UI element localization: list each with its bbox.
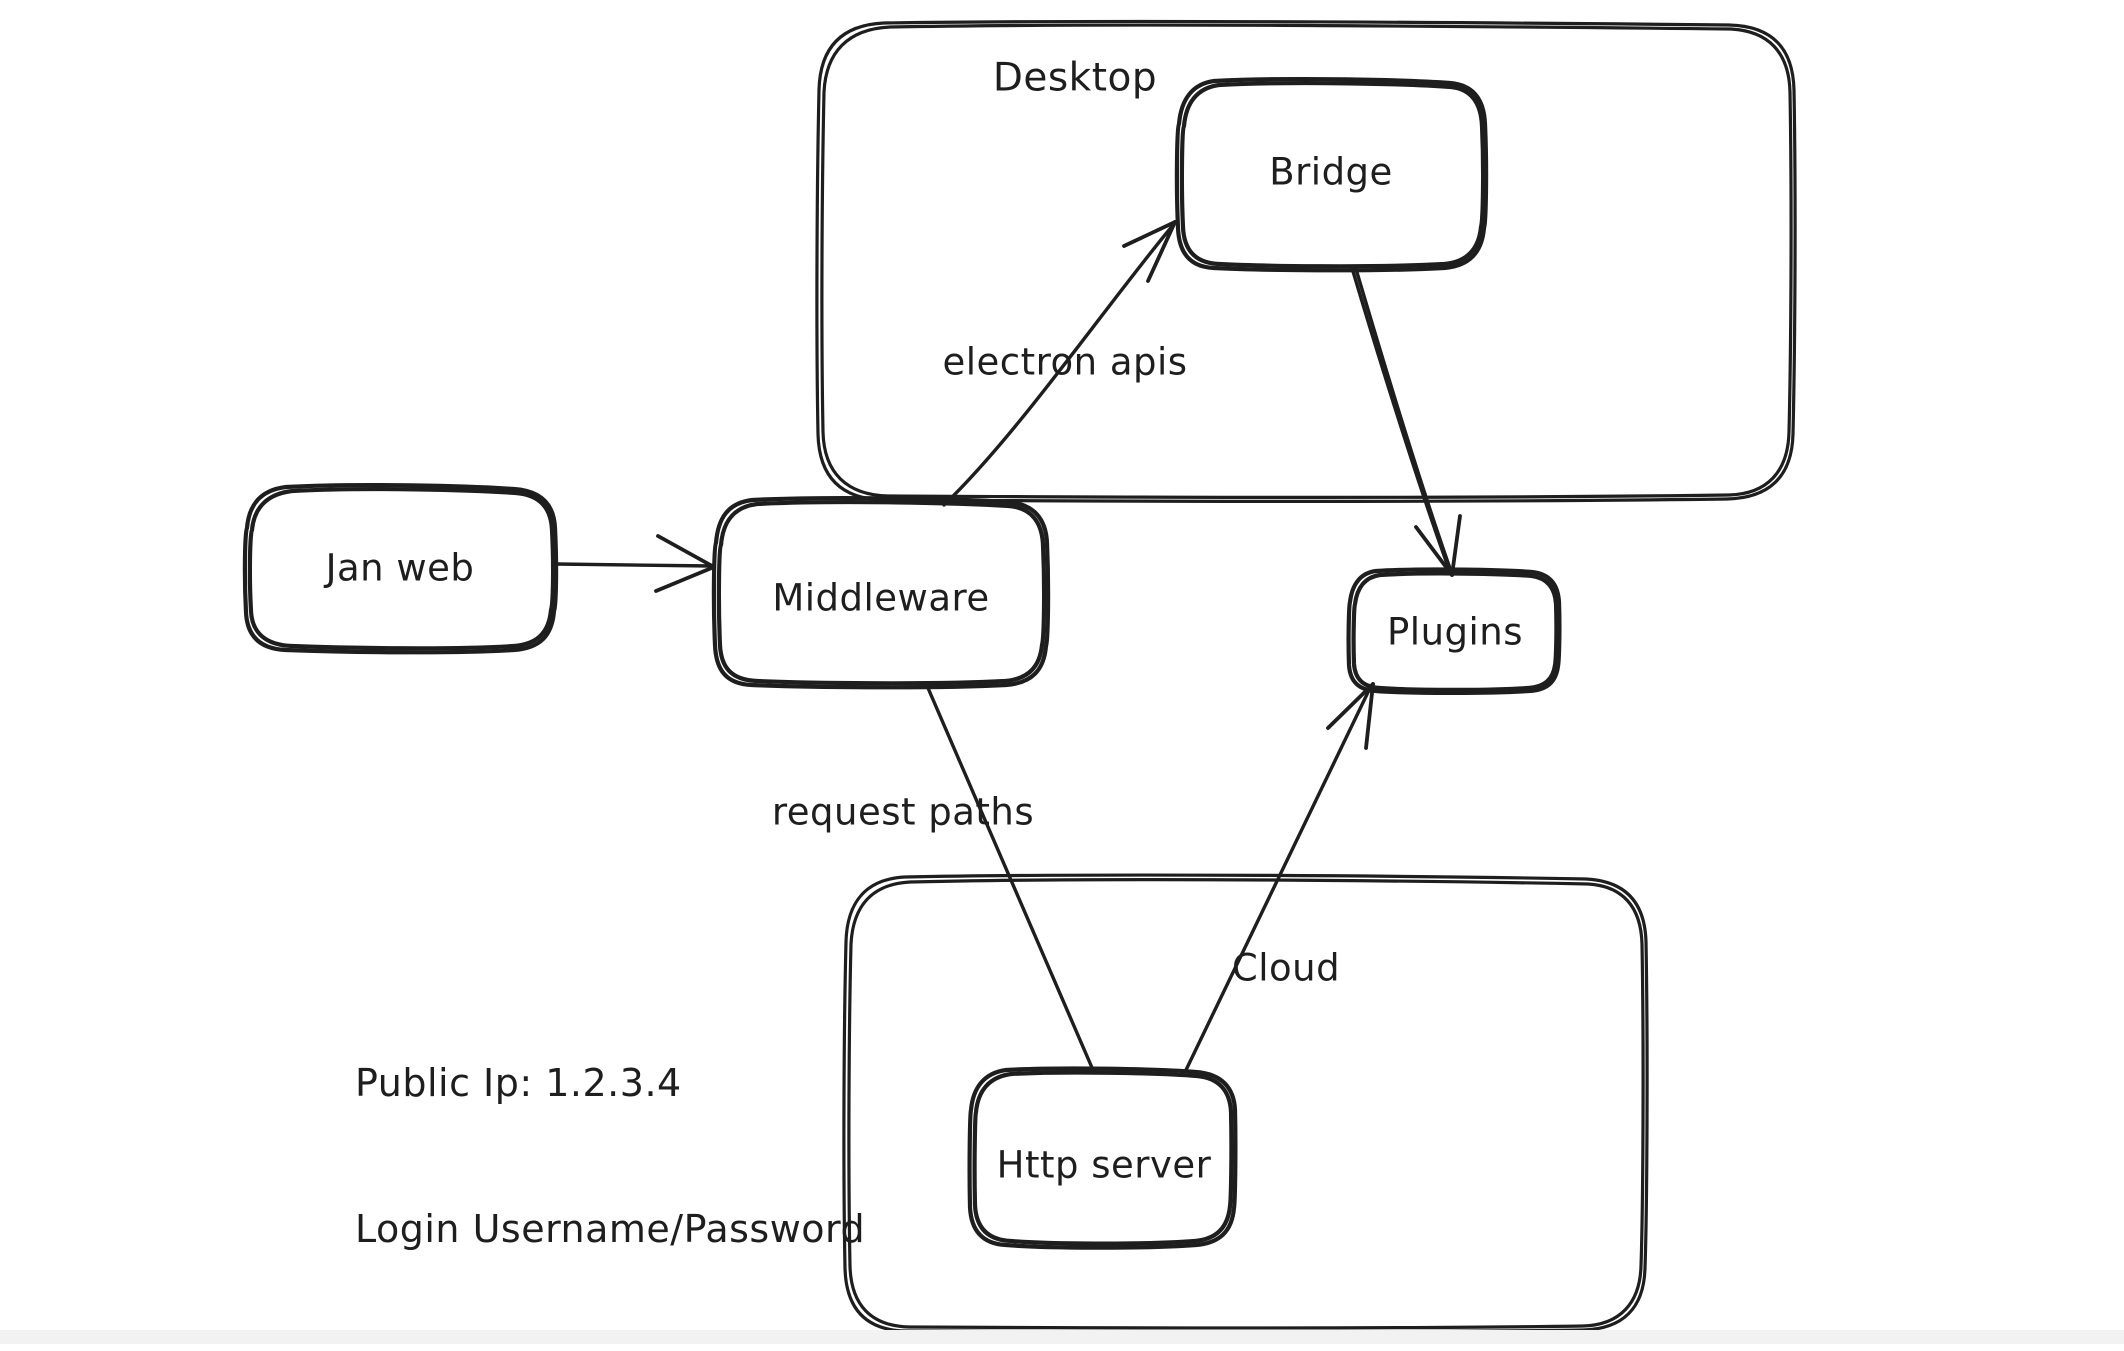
node-middleware-outline [711, 495, 1051, 690]
node-http-server-outline [967, 1066, 1238, 1250]
node-label-middleware[interactable]: Middleware [772, 576, 990, 620]
note-line-public-ip: Public Ip: 1.2.3.4 [355, 1061, 682, 1106]
edge-jan-web-to-middleware [554, 534, 716, 593]
note-line-login: Login Username/Password [355, 1207, 866, 1252]
node-jan-web-outline [242, 482, 559, 655]
container-label-cloud: Cloud [1231, 946, 1341, 990]
node-plugins-outline [1346, 567, 1562, 695]
edge-middleware-to-http-server [926, 686, 1095, 1072]
edge-bridge-to-plugins [1350, 266, 1462, 577]
edge-http-server-to-plugins [1184, 682, 1375, 1072]
bottom-edge-strip [0, 1330, 2124, 1344]
note-server-credentials: Public Ip: 1.2.3.4 Login Username/Passwo… [355, 962, 865, 1351]
edge-middleware-to-bridge [942, 220, 1177, 507]
edge-label-request-paths: request paths [771, 790, 1035, 834]
node-label-http-server[interactable]: Http server [996, 1143, 1212, 1187]
node-label-jan-web[interactable]: Jan web [325, 546, 475, 590]
container-label-desktop: Desktop [992, 55, 1158, 101]
container-desktop-outline [815, 19, 1797, 503]
node-bridge-outline [1174, 76, 1489, 273]
edge-label-electron-apis: electron apis [942, 340, 1188, 384]
node-label-plugins[interactable]: Plugins [1386, 610, 1524, 654]
node-label-bridge[interactable]: Bridge [1269, 150, 1393, 194]
